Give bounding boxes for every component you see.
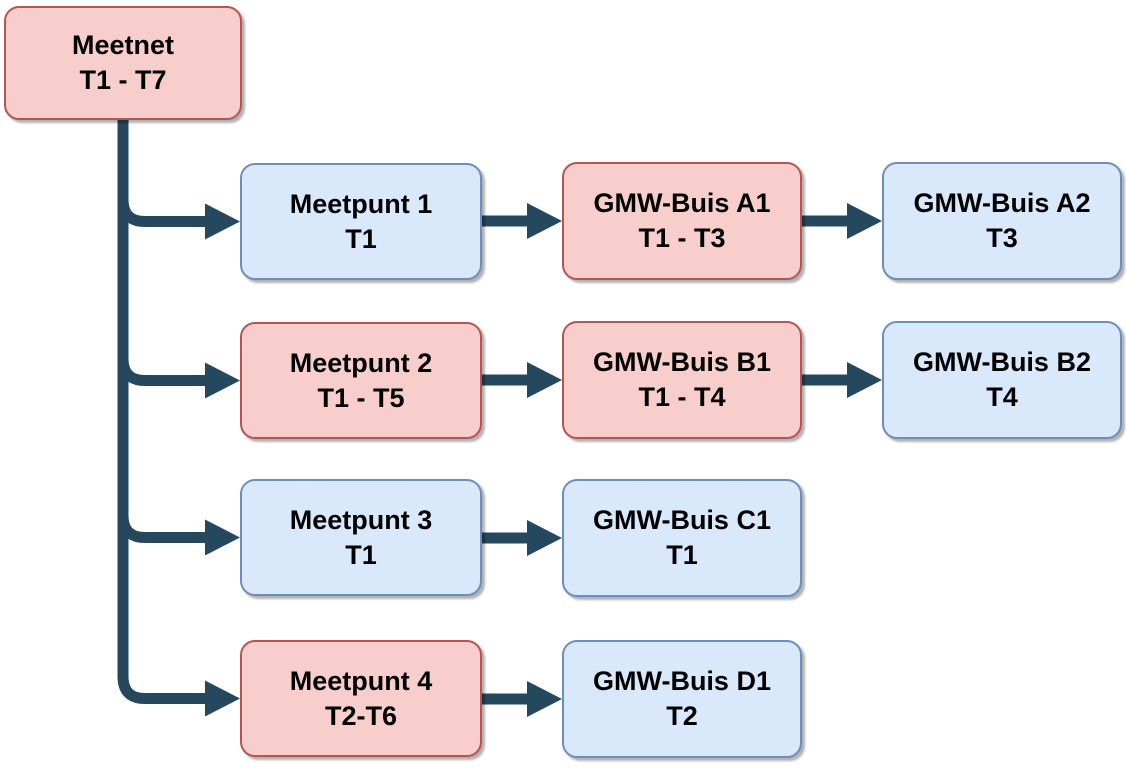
node-sublabel: T3 bbox=[986, 223, 1018, 253]
connector-meetnet-to-meetpunt-1 bbox=[117, 120, 211, 227]
node-sublabel: T1 - T5 bbox=[317, 382, 405, 413]
node-meetnet: Meetnet T1 - T7 bbox=[4, 6, 242, 120]
node-sublabel: T1 bbox=[345, 223, 377, 254]
arrowhead-meetpunt-3-to-gmw-buis-c1 bbox=[527, 520, 562, 556]
node-sublabel: T1 - T7 bbox=[79, 65, 167, 95]
node-label: Meetpunt 4 bbox=[289, 665, 433, 696]
node-label: Meetpunt 1 bbox=[289, 188, 433, 219]
arrowhead-meetpunt-2-to-gmw-buis-b1 bbox=[527, 362, 562, 398]
arrowhead-meetnet-to-meetpunt-2 bbox=[205, 362, 240, 399]
connector-meetnet-to-meetpunt-4 bbox=[117, 120, 211, 704]
node-gmw-buis-c1: GMW-Buis C1 T1 bbox=[562, 479, 802, 597]
arrowhead-meetnet-to-meetpunt-3 bbox=[205, 519, 240, 556]
arrowhead-gmw-buis-a1-to-gmw-buis-a2 bbox=[847, 203, 882, 239]
node-gmw-buis-a1: GMW-Buis A1 T1 - T3 bbox=[562, 162, 802, 280]
node-label: Meetpunt 3 bbox=[289, 504, 433, 535]
arrowhead-meetnet-to-meetpunt-4 bbox=[205, 680, 240, 717]
connector-meetnet-to-meetpunt-3 bbox=[117, 120, 211, 543]
node-label: GMW-Buis A1 bbox=[593, 188, 771, 218]
node-sublabel: T2-T6 bbox=[324, 700, 397, 731]
node-label: GMW-Buis B1 bbox=[593, 347, 771, 377]
arrowhead-gmw-buis-b1-to-gmw-buis-b2 bbox=[847, 362, 882, 398]
arrowhead-meetnet-to-meetpunt-1 bbox=[205, 203, 240, 240]
node-sublabel: T1 - T3 bbox=[638, 223, 726, 253]
node-gmw-buis-b1: GMW-Buis B1 T1 - T4 bbox=[562, 321, 802, 439]
node-label: GMW-Buis B2 bbox=[913, 347, 1091, 377]
node-gmw-buis-d1: GMW-Buis D1 T2 bbox=[562, 640, 802, 758]
arrowhead-meetpunt-1-to-gmw-buis-a1 bbox=[527, 203, 562, 239]
node-label: GMW-Buis A2 bbox=[913, 188, 1091, 218]
node-sublabel: T4 bbox=[986, 382, 1018, 412]
node-meetpunt-1: Meetpunt 1 T1 bbox=[240, 163, 482, 280]
node-gmw-buis-a2: GMW-Buis A2 T3 bbox=[882, 162, 1122, 280]
connector-meetnet-to-meetpunt-2 bbox=[117, 120, 211, 386]
node-meetpunt-3: Meetpunt 3 T1 bbox=[240, 479, 482, 596]
node-label: GMW-Buis D1 bbox=[593, 666, 771, 696]
node-sublabel: T2 bbox=[666, 701, 698, 731]
node-label: Meetnet bbox=[71, 30, 174, 60]
node-label: Meetpunt 2 bbox=[289, 347, 433, 378]
node-sublabel: T1 bbox=[666, 540, 698, 570]
arrowhead-meetpunt-4-to-gmw-buis-d1 bbox=[527, 681, 562, 717]
node-sublabel: T1 bbox=[345, 539, 377, 570]
node-gmw-buis-b2: GMW-Buis B2 T4 bbox=[882, 321, 1122, 439]
node-sublabel: T1 - T4 bbox=[638, 382, 726, 412]
node-label: GMW-Buis C1 bbox=[593, 505, 771, 535]
node-meetpunt-2: Meetpunt 2 T1 - T5 bbox=[240, 322, 482, 439]
node-meetpunt-4: Meetpunt 4 T2-T6 bbox=[240, 640, 482, 757]
